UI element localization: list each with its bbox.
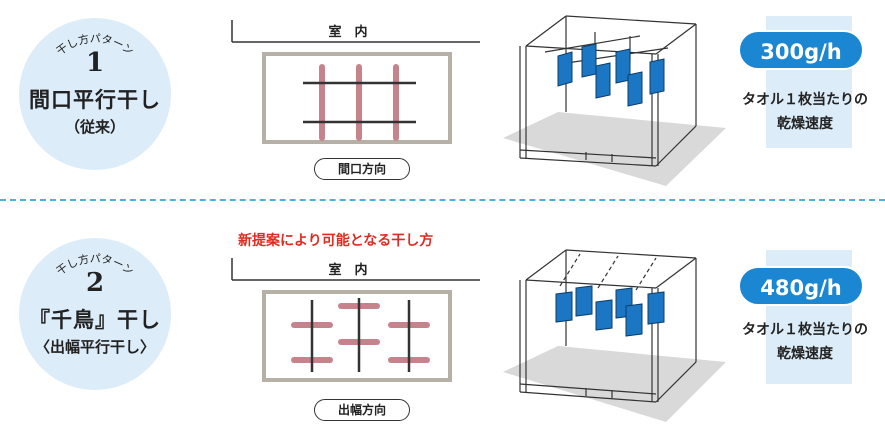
- pattern-1-isometric-rack: [503, 15, 726, 186]
- pattern-1-badge: 干し方パターン 1 間口平行干し （従来）: [19, 18, 171, 170]
- pattern-2-rate-badge: 480g/h: [738, 266, 864, 306]
- pattern-2-floor-plan: 室 内: [231, 258, 480, 382]
- pattern-2-row: 干し方パターン 2 『千鳥』干し 〈出幅平行干し〉 新提案により可能となる干し方…: [0, 222, 885, 446]
- pattern-2-towels: [555, 285, 665, 337]
- pattern-2-badge: 干し方パターン 2 『千鳥』干し 〈出幅平行干し〉: [19, 238, 171, 390]
- pattern-1-caption-line1: タオル１枚当たりの: [742, 92, 868, 108]
- pattern-1-arc-label: 干し方パターン: [54, 31, 136, 58]
- pattern-2-name: 『千鳥』干し: [29, 308, 161, 332]
- pattern-1-room-label: 室 内: [328, 24, 367, 40]
- pattern-2-isometric-rack: [503, 249, 726, 422]
- pattern-2-lines: [310, 298, 411, 372]
- pattern-1-number: 1: [85, 48, 105, 78]
- pattern-1-rate-caption: タオル１枚当たりの 乾燥速度: [730, 88, 880, 136]
- pattern-2-direction-label: 出幅方向: [314, 399, 410, 421]
- pattern-1-direction-label: 間口方向: [314, 158, 410, 180]
- pattern-1-row: 干し方パターン 1 間口平行干し （従来） 室 内 間口方向: [0, 0, 885, 201]
- section-divider: [0, 199, 885, 201]
- pattern-1-towels: [557, 43, 665, 107]
- pattern-2-sub: 〈出幅平行干し〉: [34, 338, 155, 356]
- pattern-2-caption-line2: 乾燥速度: [777, 346, 833, 362]
- pattern-2-rate-caption: タオル１枚当たりの 乾燥速度: [730, 318, 880, 366]
- pattern-2-arc-label: 干し方パターン: [54, 251, 136, 278]
- pattern-1-name: 間口平行干し: [29, 88, 161, 112]
- pattern-1-caption-line2: 乾燥速度: [777, 116, 833, 132]
- pattern-1-lines: [303, 81, 416, 124]
- pattern-1-rate-badge: 300g/h: [738, 30, 864, 70]
- pattern-2-number: 2: [85, 268, 105, 298]
- pattern-2-caption-line1: タオル１枚当たりの: [742, 322, 868, 338]
- pattern-1-sub: （従来）: [64, 118, 125, 136]
- pattern-1-rails: [319, 64, 399, 141]
- pattern-2-room-label: 室 内: [328, 262, 367, 278]
- proposal-label: 新提案により可能となる干し方: [238, 233, 434, 249]
- pattern-1-floor-plan: 室 内: [231, 20, 480, 144]
